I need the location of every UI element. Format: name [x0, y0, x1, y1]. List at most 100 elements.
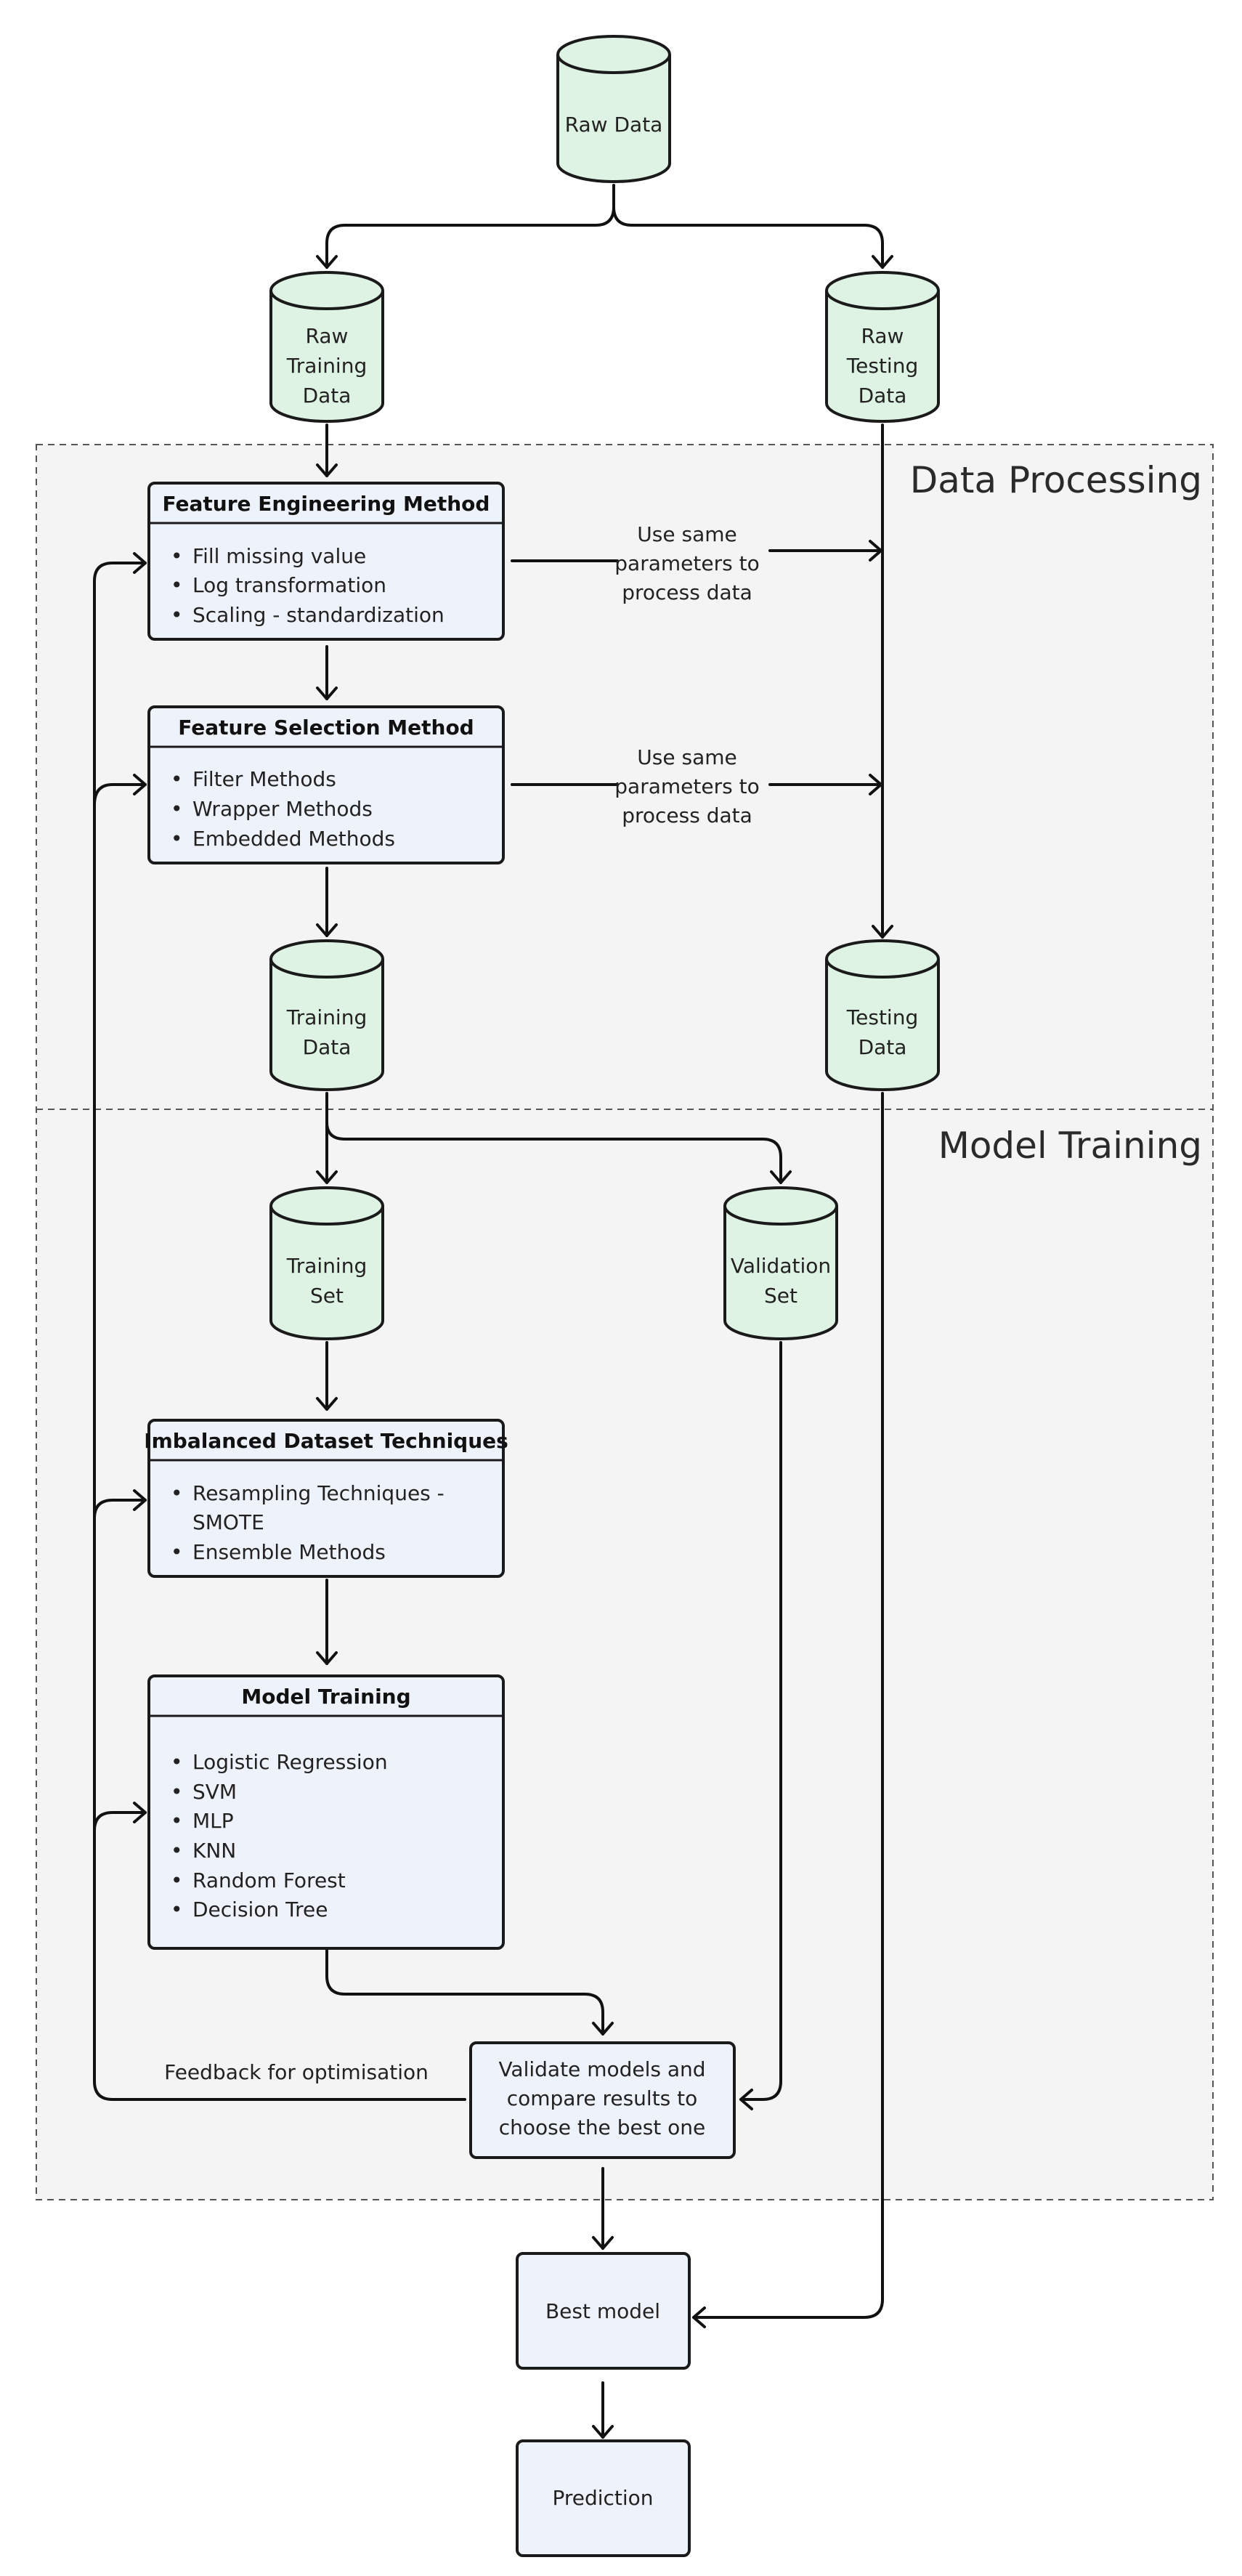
cylinder-label: Validation [731, 1254, 831, 1278]
arrowhead [133, 1802, 147, 1823]
arrowhead [869, 540, 882, 562]
arrow-to-validate [325, 1949, 604, 2036]
arrowhead [316, 1397, 338, 1411]
list-item: MLP [192, 1809, 234, 1833]
note-line: parameters to [614, 774, 759, 798]
arrowhead [133, 552, 147, 574]
bullet: • [171, 1868, 183, 1892]
note-line: Use same [637, 522, 736, 546]
list-item: Ensemble Methods [192, 1540, 386, 1564]
cylinder-label: Raw [306, 324, 349, 348]
cylinder-label: Set [764, 1284, 797, 1308]
bullet: • [171, 827, 183, 851]
box-title: Model Training [241, 1685, 410, 1709]
arrowhead [872, 925, 893, 939]
cylinder-label: Data [303, 384, 352, 408]
list-item: Scaling - standardization [192, 603, 445, 627]
list-item: Random Forest [192, 1868, 346, 1892]
cylinder-training-data: Training Data [269, 939, 384, 1091]
box-title: Imbalanced Dataset Techniques [144, 1429, 508, 1453]
list-item: Logistic Regression [192, 1750, 388, 1774]
cylinder-testing-data: Testing Data [825, 939, 940, 1091]
feedback-loop [93, 562, 466, 2101]
list-item: Embedded Methods [192, 827, 395, 851]
box-model-training: Model Training • Logistic Regression • S… [147, 1674, 505, 1950]
cylinder-raw-data: Raw Data [556, 35, 671, 183]
best-model-label: Best model [545, 2299, 660, 2323]
arrowhead [872, 255, 893, 269]
arrow-testing-to-best-model [692, 1092, 884, 2319]
note-line: process data [622, 803, 752, 827]
arrowhead [316, 255, 338, 269]
bullet: • [171, 544, 183, 568]
validate-line: compare results to [507, 2086, 698, 2110]
list-item: Log transformation [192, 573, 386, 597]
cylinder-label: Testing [846, 1005, 918, 1029]
arrowhead [692, 2306, 706, 2328]
bullet: • [171, 1839, 183, 1863]
list-item: Wrapper Methods [192, 797, 373, 821]
feedback-to-imbalanced [93, 1499, 147, 1520]
validate-line: Validate models and [498, 2057, 705, 2081]
bullet: • [171, 603, 183, 627]
arrowhead [316, 923, 338, 937]
bullet: • [171, 1780, 183, 1804]
note-line: process data [622, 580, 752, 604]
arrowhead [133, 1489, 147, 1511]
feedback-to-fs [93, 783, 147, 806]
box-validate-models: Validate models and compare results to c… [469, 2041, 736, 2159]
list-item: SVM [192, 1780, 237, 1804]
arrow-validation-to-validate [739, 1341, 782, 2101]
bullet: • [171, 1540, 183, 1564]
cylinder-label: Training [286, 354, 367, 378]
bullet: • [171, 797, 183, 821]
note-line: Use same [637, 745, 736, 769]
list-item: KNN [192, 1839, 236, 1863]
box-imbalanced-dataset: Imbalanced Dataset Techniques • Resampli… [144, 1419, 508, 1578]
arrowhead [133, 774, 147, 795]
cylinder-label: Set [310, 1284, 344, 1308]
box-feature-selection: Feature Selection Method • Filter Method… [147, 705, 505, 864]
arrow-raw-to-testing [612, 206, 884, 269]
validate-line: choose the best one [499, 2115, 706, 2139]
arrowhead [592, 2022, 614, 2036]
box-title: Feature Engineering Method [163, 492, 490, 516]
prediction-label: Prediction [552, 2486, 653, 2510]
box-best-model: Best model [516, 2252, 691, 2370]
arrowhead [592, 2236, 614, 2250]
note-line: parameters to [614, 551, 759, 575]
cylinder-label: Raw Data [565, 113, 663, 137]
section-title-model-training: Model Training [938, 1125, 1202, 1167]
cylinder-label: Raw [861, 324, 904, 348]
cylinder-raw-training-data: Raw Training Data [269, 271, 384, 423]
note-feedback: Feedback for optimisation [164, 2060, 429, 2084]
cylinder-label: Data [859, 384, 907, 408]
arrowhead [316, 686, 338, 700]
list-item: SMOTE [192, 1510, 264, 1534]
arrow-raw-to-training [325, 184, 615, 269]
list-item: Fill missing value [192, 544, 366, 568]
box-feature-engineering: Feature Engineering Method • Fill missin… [147, 482, 505, 641]
bullet: • [171, 1750, 183, 1774]
list-item: Resampling Techniques - [192, 1481, 445, 1505]
list-item: Filter Methods [192, 767, 336, 791]
box-prediction: Prediction [516, 2439, 691, 2557]
note-same-params-1: Use same parameters to process data [614, 522, 759, 604]
arrowhead [770, 1170, 792, 1184]
bullet: • [171, 1481, 183, 1505]
arrowhead [869, 774, 882, 795]
cylinder-validation-set: Validation Set [723, 1186, 838, 1340]
cylinder-training-set: Training Set [269, 1186, 384, 1340]
arrowhead [316, 1170, 338, 1184]
feedback-to-model-training [93, 1811, 147, 1832]
cylinder-raw-testing-data: Raw Testing Data [825, 271, 940, 423]
bullet: • [171, 1809, 183, 1833]
cylinder-label: Training [286, 1005, 367, 1029]
arrowhead [316, 463, 338, 477]
cylinder-label: Training [286, 1254, 367, 1278]
arrowhead [739, 2089, 753, 2110]
note-same-params-2: Use same parameters to process data [614, 745, 759, 827]
arrowhead [592, 2425, 614, 2439]
arrow-to-validation-set [325, 1121, 782, 1184]
